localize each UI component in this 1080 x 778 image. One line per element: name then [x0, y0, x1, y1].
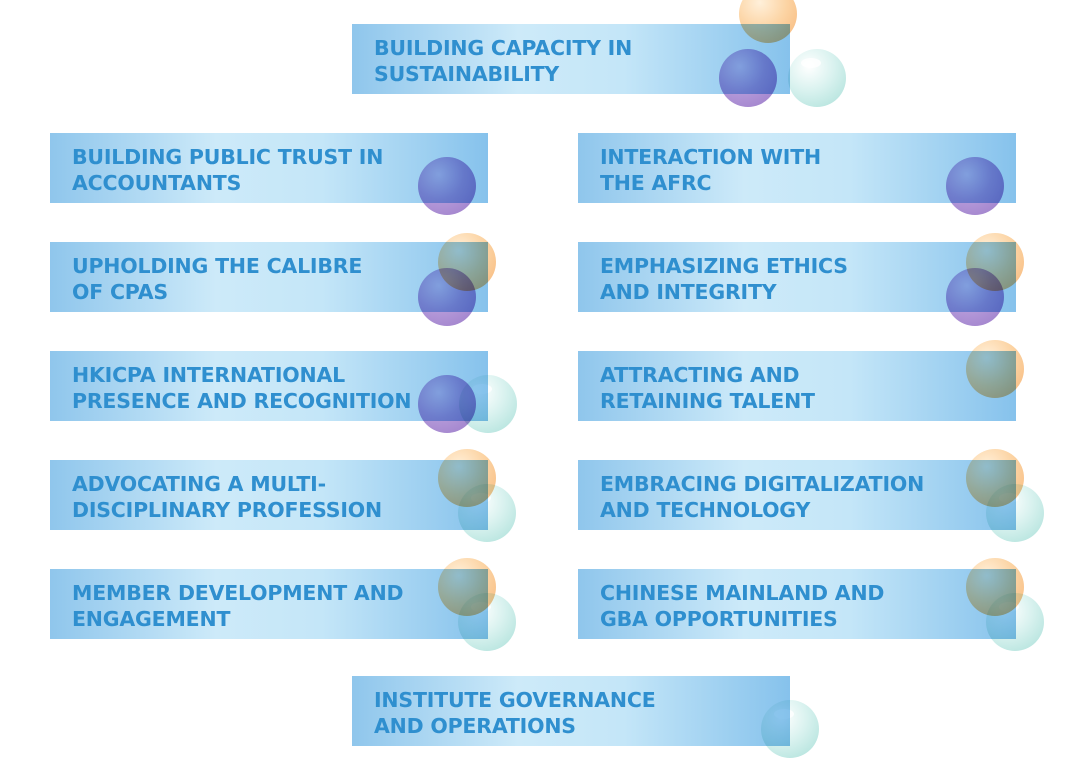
card-label: HKICPA INTERNATIONAL PRESENCE AND RECOGN… [72, 363, 412, 413]
card-governance: INSTITUTE GOVERNANCE AND OPERATIONS [352, 676, 819, 758]
card-calibre: UPHOLDING THE CALIBRE OF CPAS [50, 233, 496, 326]
purple-bubble-icon [946, 268, 1004, 326]
purple-bubble-icon [946, 157, 1004, 215]
card-afrc: INTERACTION WITH THE AFRC [578, 133, 1016, 215]
teal-bubble-icon [458, 484, 516, 542]
card-label: BUILDING CAPACITY IN SUSTAINABILITY [374, 36, 633, 86]
card-label: CHINESE MAINLAND AND GBA OPPORTUNITIES [600, 581, 885, 631]
card-digitalization: EMBRACING DIGITALIZATION AND TECHNOLOGY [578, 449, 1044, 542]
card-international: HKICPA INTERNATIONAL PRESENCE AND RECOGN… [50, 351, 517, 433]
card-label: ADVOCATING A MULTI- DISCIPLINARY PROFESS… [72, 472, 382, 522]
orange-bubble-icon [966, 340, 1024, 398]
orange-bubble-icon [739, 0, 797, 43]
purple-bubble-icon [418, 157, 476, 215]
card-label: EMBRACING DIGITALIZATION AND TECHNOLOGY [600, 472, 925, 522]
teal-bubble-icon [788, 49, 846, 107]
card-sustainability: BUILDING CAPACITY IN SUSTAINABILITY [352, 0, 846, 107]
teal-bubble-icon [459, 375, 517, 433]
teal-bubble-icon [986, 593, 1044, 651]
card-label: UPHOLDING THE CALIBRE OF CPAS [72, 254, 363, 304]
purple-bubble-icon [418, 268, 476, 326]
card-mainland-gba: CHINESE MAINLAND AND GBA OPPORTUNITIES [578, 558, 1044, 651]
teal-bubble-icon [986, 484, 1044, 542]
card-multidisciplinary: ADVOCATING A MULTI- DISCIPLINARY PROFESS… [50, 449, 516, 542]
card-member-development: MEMBER DEVELOPMENT AND ENGAGEMENT [50, 558, 516, 651]
card-ethics: EMPHASIZING ETHICS AND INTEGRITY [578, 233, 1024, 326]
card-label: EMPHASIZING ETHICS AND INTEGRITY [600, 254, 848, 304]
purple-bubble-icon [719, 49, 777, 107]
teal-bubble-icon [458, 593, 516, 651]
card-label: MEMBER DEVELOPMENT AND ENGAGEMENT [72, 581, 404, 631]
card-label: INSTITUTE GOVERNANCE AND OPERATIONS [374, 688, 656, 738]
card-public-trust: BUILDING PUBLIC TRUST IN ACCOUNTANTS [50, 133, 488, 215]
teal-bubble-icon [761, 700, 819, 758]
card-label: INTERACTION WITH THE AFRC [600, 145, 821, 195]
card-label: ATTRACTING AND RETAINING TALENT [600, 363, 815, 413]
card-talent: ATTRACTING AND RETAINING TALENT [578, 340, 1024, 421]
card-label: BUILDING PUBLIC TRUST IN ACCOUNTANTS [72, 145, 384, 195]
